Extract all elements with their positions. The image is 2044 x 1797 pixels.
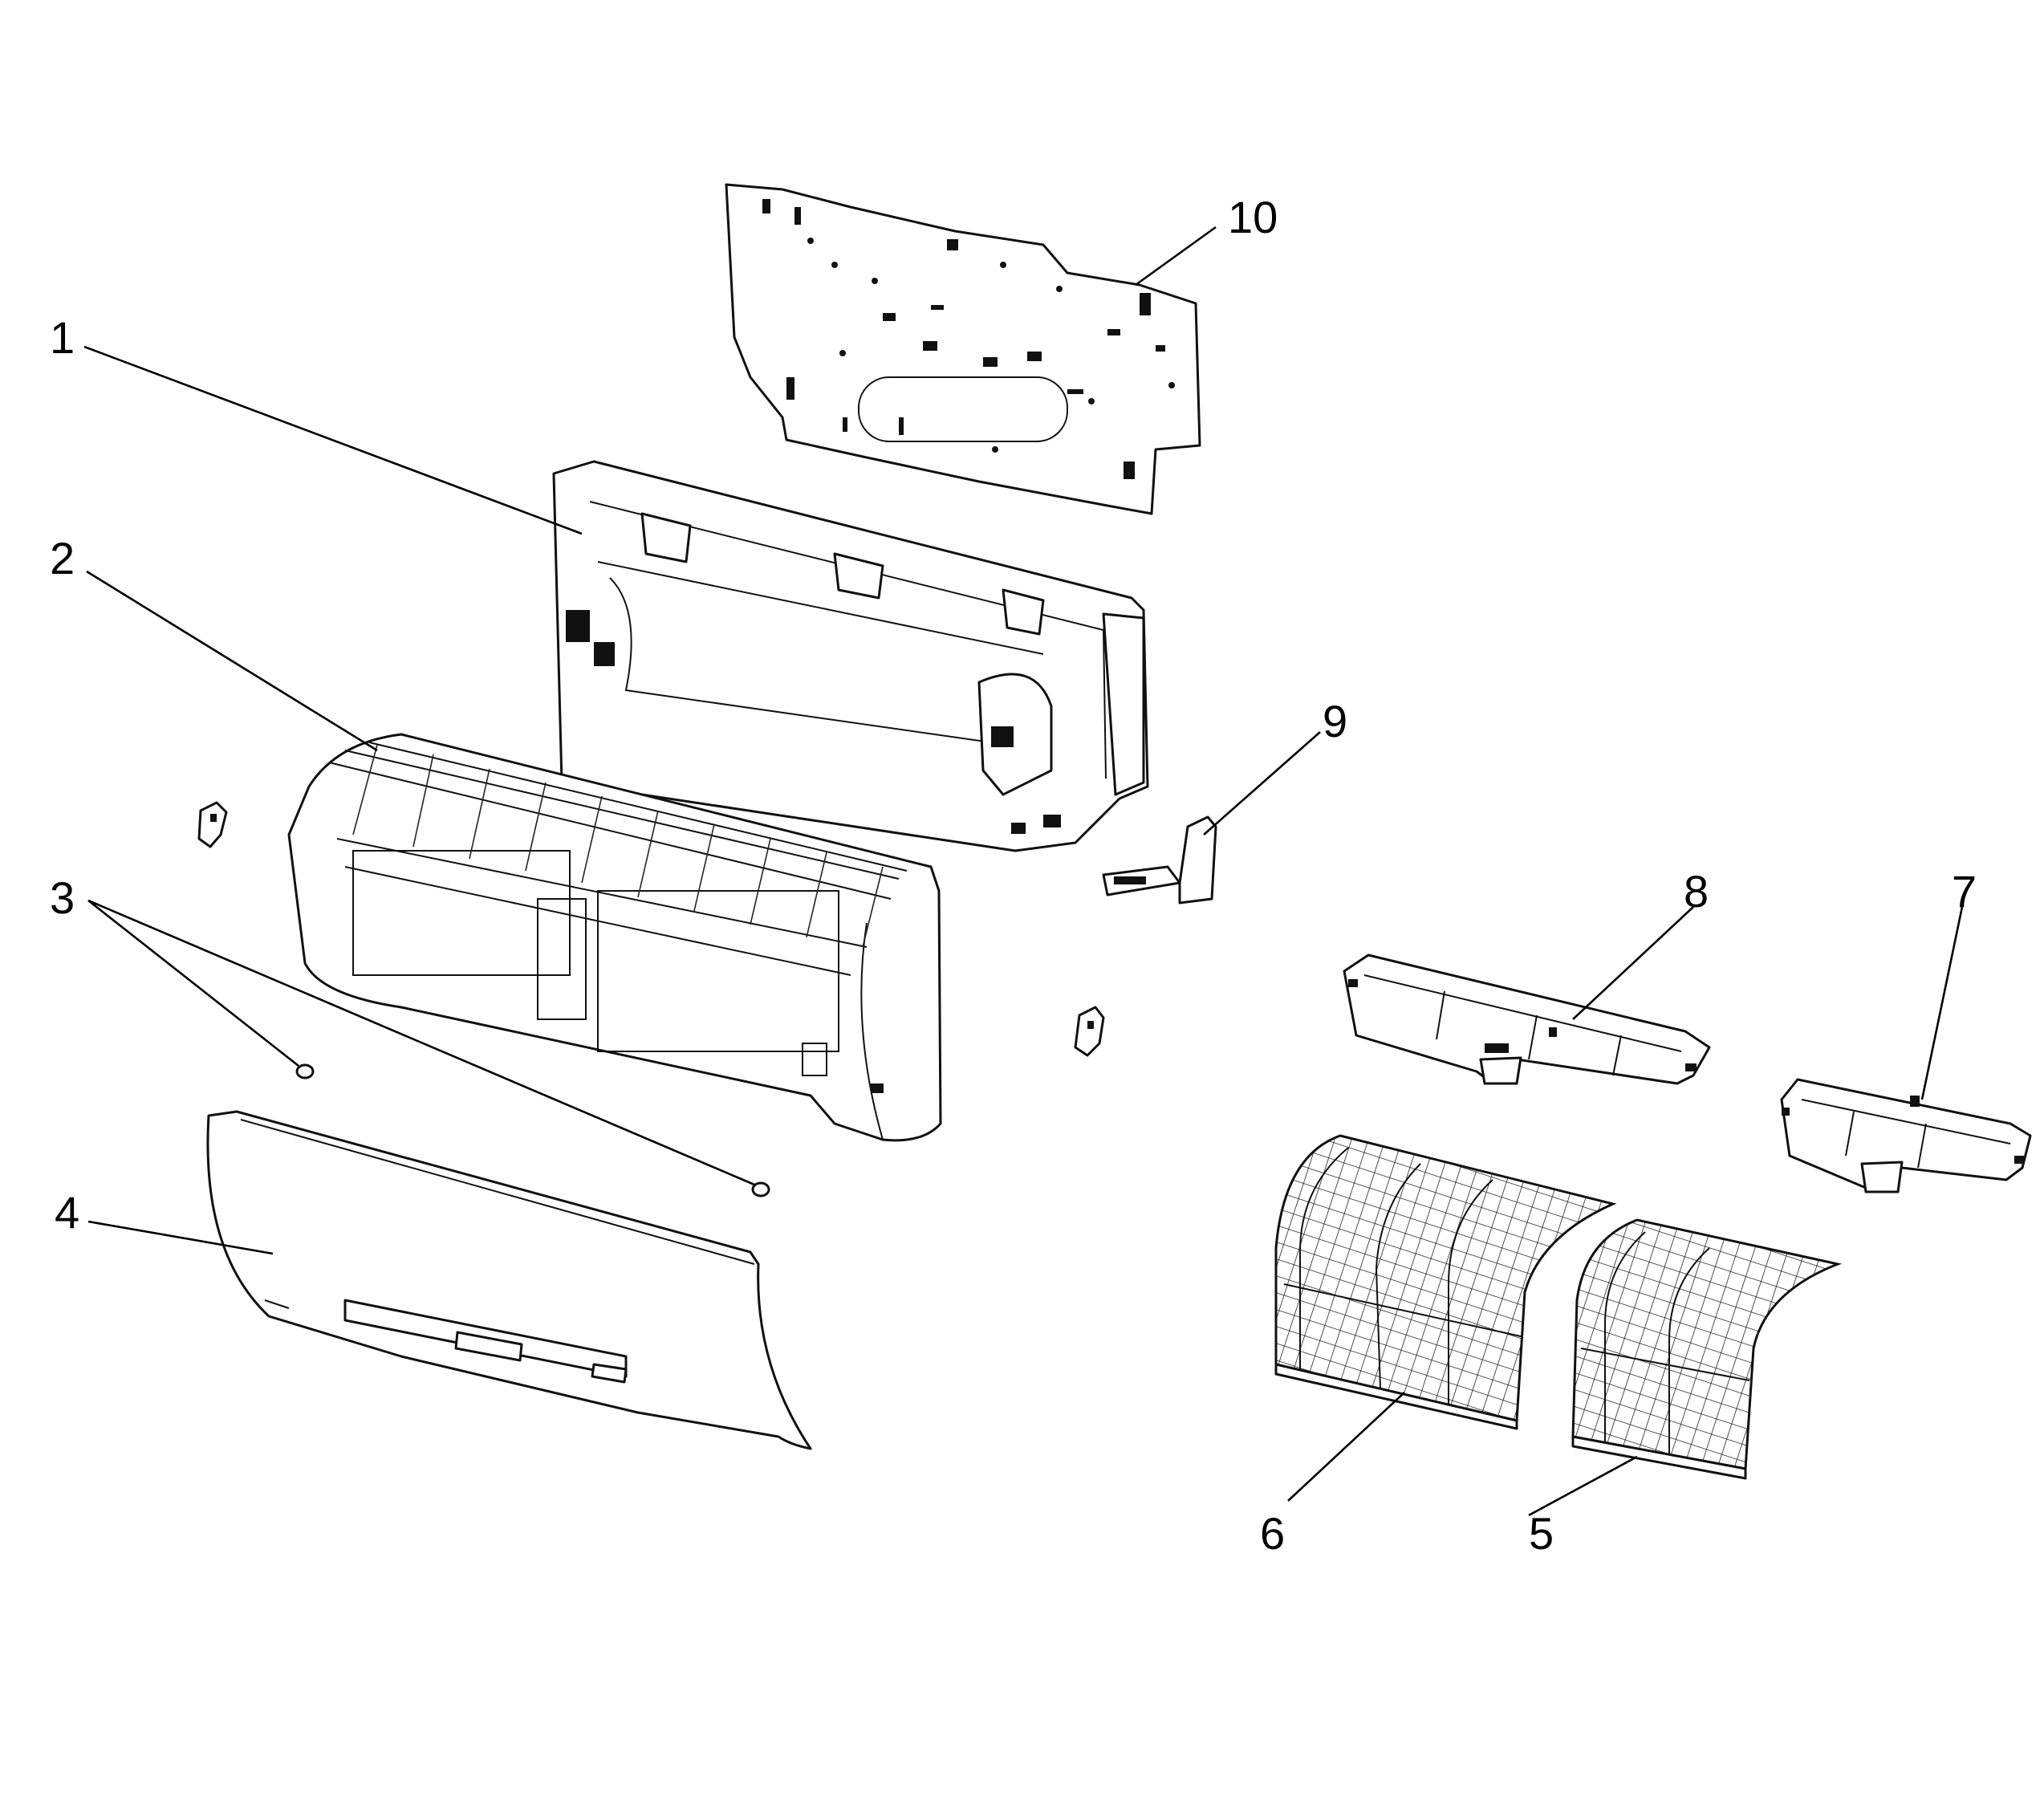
- callout-1: 1: [50, 312, 75, 363]
- tray-8: [1343, 953, 1711, 1085]
- callout-4: 4: [55, 1187, 79, 1238]
- callout-7: 7: [1952, 866, 1977, 917]
- mounting-plate: [725, 183, 1201, 515]
- bracket: [1102, 815, 1217, 905]
- callout-10: 10: [1228, 192, 1278, 242]
- callouts: 10 1 2 3 4 9 8 7 6 5: [50, 192, 1977, 1559]
- tray-7: [1780, 1078, 2032, 1193]
- clip-left: [197, 801, 228, 848]
- callout-8: 8: [1684, 866, 1709, 917]
- callout-6: 6: [1260, 1508, 1285, 1559]
- callout-2: 2: [50, 533, 75, 583]
- air-filter-6: [1274, 1134, 1617, 1430]
- leader-lines: [83, 226, 1964, 1517]
- chassis: [552, 460, 1149, 852]
- front-cover: [206, 1110, 812, 1450]
- callout-9: 9: [1323, 696, 1347, 746]
- callout-3: 3: [50, 872, 75, 923]
- screw-left: [295, 1063, 315, 1079]
- clip-right: [1074, 1006, 1105, 1057]
- front-frame: [287, 733, 942, 1142]
- air-filter-5: [1571, 1218, 1843, 1480]
- screw-right: [751, 1181, 770, 1197]
- callout-5: 5: [1529, 1508, 1554, 1559]
